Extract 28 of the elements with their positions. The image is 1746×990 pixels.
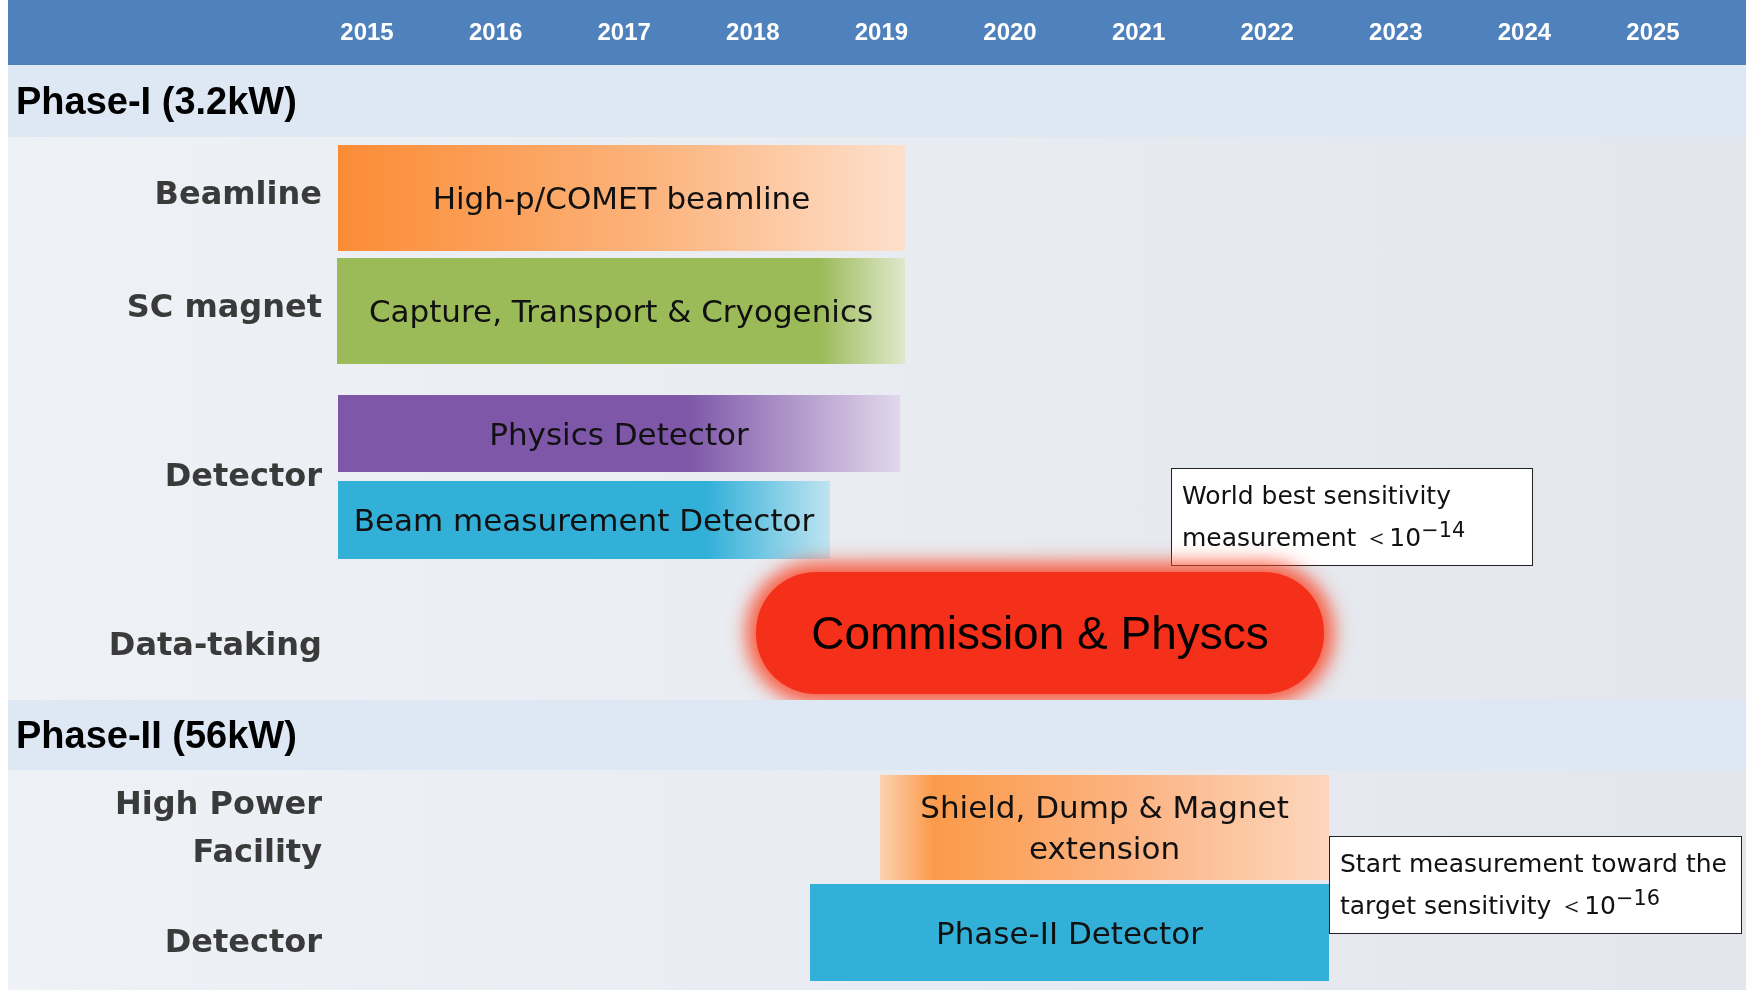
year-label: 2019: [853, 18, 910, 46]
year-label: 2020: [982, 18, 1038, 46]
phase-band: Phase-II (56kW): [8, 700, 1746, 770]
callout-box: Start measurement toward the target sensitivity ＜10$^{−16}$: [1329, 836, 1742, 934]
timeline-bar: High-p/COMET beamline: [338, 145, 905, 251]
year-label: 2024: [1496, 18, 1553, 46]
year-label: 2025: [1625, 18, 1681, 46]
timeline-bar: Phase-II Detector: [810, 884, 1329, 981]
year-label: 2022: [1239, 18, 1295, 46]
timeline-bar: Physics Detector: [338, 395, 900, 472]
year-label: 2015: [339, 18, 395, 46]
year-label: 2021: [1110, 18, 1167, 46]
row-label: Detector: [163, 455, 322, 496]
row-label: Beamline: [153, 173, 322, 214]
callout-box: World best sensitivity measurement ＜10$^{−14}$: [1171, 468, 1533, 566]
row-label: Detector: [163, 921, 322, 962]
year-label: 2018: [725, 18, 781, 46]
row-label: Data-taking: [107, 624, 322, 665]
year-label: 2016: [467, 18, 524, 46]
phase-band: Phase-I (3.2kW): [8, 65, 1746, 137]
timeline-bar: Beam measurement Detector: [338, 481, 830, 559]
year-label: 2023: [1368, 18, 1424, 46]
year-label: 2017: [596, 18, 652, 46]
timeline-bar: Shield, Dump & Magnet extension: [880, 775, 1329, 880]
timeline-bar: Commission & Physcs: [756, 572, 1324, 694]
row-label: SC magnet: [125, 286, 322, 327]
row-label: High Power Facility: [113, 783, 322, 872]
timeline-bar: Capture, Transport & Cryogenics: [337, 258, 905, 364]
